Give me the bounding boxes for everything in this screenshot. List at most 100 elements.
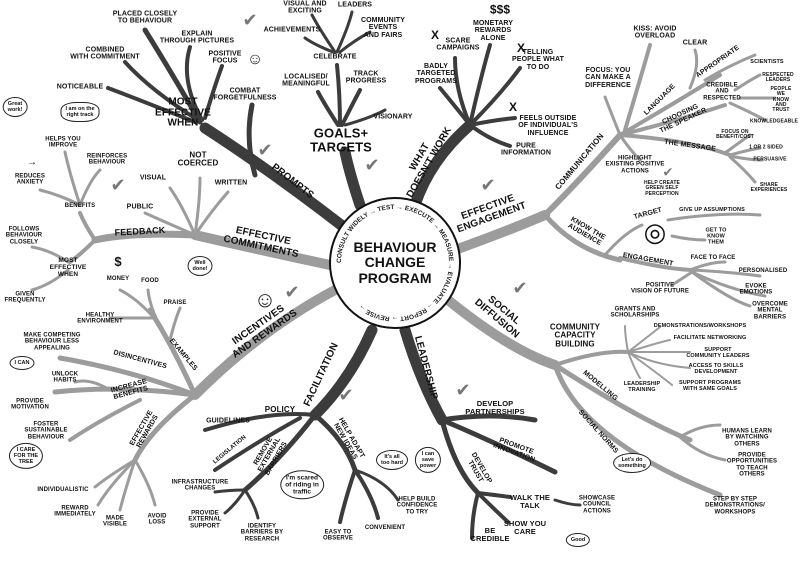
- node-achievements: ACHIEVEMENTS: [263, 26, 321, 34]
- node-written: WRITTEN: [214, 179, 248, 187]
- node-leadership-training: LEADERSHIP TRAINING: [623, 381, 661, 393]
- node-pure-information: PURE INFORMATION: [501, 142, 551, 157]
- light-branches: [30, 43, 777, 512]
- checkmark-icon: ✔: [364, 155, 380, 175]
- node-telling-people: TELLING PEOPLE WHAT TO DO: [512, 48, 564, 71]
- speech-bubble: It's all too hard: [376, 449, 408, 471]
- speech-bubble: I am on the right track: [60, 101, 100, 123]
- node-foster-sustainable: FOSTER SUSTAINABLE BEHAVIOUR: [24, 421, 68, 441]
- node-combined-commitment: COMBINED WITH COMMITMENT: [70, 46, 140, 61]
- node-noticeable: NOTICEABLE: [56, 83, 104, 91]
- node-reward-immediately: REWARD IMMEDIATELY: [54, 505, 96, 518]
- node-help-build-confidence: HELP BUILD CONFIDENCE TO TRY: [396, 496, 438, 516]
- node-benefits: BENEFITS: [64, 202, 96, 209]
- node-most-effective-when-2: MOST EFFECTIVE WHEN: [49, 256, 87, 278]
- node-convenient: CONVENIENT: [364, 524, 406, 531]
- node-make-competing: MAKE COMPETING BEHAVIOUR LESS APPEALING: [23, 332, 81, 352]
- node-praise: PRAISE: [163, 299, 187, 306]
- node-overcome-barriers: OVERCOME MENTAL BARRIERS: [752, 301, 788, 321]
- node-monetary-rewards: MONETARY REWARDS ALONE: [472, 19, 514, 42]
- node-visual: VISUAL: [139, 174, 167, 182]
- money-icon: $$$: [489, 2, 511, 17]
- dark-branches: [106, 10, 582, 540]
- branch-goals-targets: GOALS+ TARGETS: [310, 125, 372, 154]
- node-teach-others: PROVIDE OPPORTUNITIES TO TEACH OTHERS: [726, 452, 778, 478]
- node-visionary: VISIONARY: [373, 113, 413, 121]
- node-made-visible: MADE VISIBLE: [102, 515, 128, 528]
- node-credible-respected: CREDIBLE AND RESPECTED: [703, 82, 741, 102]
- node-grants: GRANTS AND SCHOLARSHIPS: [610, 306, 660, 319]
- node-respected-leaders: RESPECTED LEADERS: [762, 71, 794, 83]
- node-guidelines: GUIDELINES: [206, 417, 250, 425]
- node-focus-difference: FOCUS: YOU CAN MAKE A DIFFERENCE: [585, 66, 631, 89]
- node-community-capacity: COMMUNITY CAPACITY BUILDING: [549, 322, 601, 349]
- node-easy-to-observe: EASY TO OBSERVE: [323, 529, 353, 542]
- checkmark-icon: ✔: [257, 140, 273, 160]
- cross-icon: X: [508, 100, 518, 114]
- node-visual-exciting: VISUAL AND EXCITING: [283, 0, 327, 15]
- node-1-or-2-sided: 1 OR 2 SIDED: [749, 144, 783, 151]
- node-humans-learn: HUMANS LEARN BY WATCHING OTHERS: [722, 428, 772, 448]
- node-show-you-care: SHOW YOU CARE: [503, 519, 547, 536]
- node-personalised: PERSONALISED: [738, 267, 788, 274]
- speech-bubble: Great work!: [2, 96, 28, 118]
- center-circle: [329, 197, 461, 329]
- node-money: MONEY: [106, 275, 130, 282]
- checkmark-icon: ✔: [338, 385, 354, 405]
- speech-bubble: Good: [565, 532, 591, 548]
- smiley-icon: ☺: [246, 51, 264, 68]
- node-be-credible: BE CREDIBLE: [470, 526, 510, 543]
- cross-icon: X: [430, 28, 440, 42]
- node-leaders: LEADERS: [337, 1, 373, 9]
- node-celebrate: CELEBRATE: [313, 53, 357, 61]
- node-green-self-perception: HELP CREATE GREEN SELF PERCEPTION: [644, 180, 680, 197]
- node-share-experiences: SHARE EXPERIENCES: [750, 181, 788, 193]
- node-localised: LOCALISED/ MEANINGFUL: [282, 73, 330, 88]
- node-avoid-loss: AVOID LOSS: [147, 513, 167, 526]
- node-individualistic: INDIVIDUALISTIC: [37, 486, 89, 493]
- node-reduces-anxiety: REDUCES ANXIETY: [14, 173, 46, 186]
- node-support-community-leaders: SUPPORT COMMUNITY LEADERS: [686, 347, 750, 359]
- smiley-icon: ☺: [253, 287, 277, 312]
- target-icon: ◎: [643, 217, 667, 247]
- node-public: PUBLIC: [126, 203, 154, 211]
- node-explain-pictures: EXPLAIN THROUGH PICTURES: [159, 30, 235, 45]
- checkmark-icon: ✔: [284, 282, 300, 302]
- node-face-to-face: FACE TO FACE: [690, 254, 736, 261]
- speech-bubble: I CAN: [9, 355, 35, 371]
- node-most-effective-when: MOST EFFECTIVE WHEN: [155, 96, 211, 129]
- node-demonstrations: DEMONSTRATIONS/WORKSHOPS: [653, 323, 747, 330]
- node-provide-motivation: PROVIDE MOTIVATION: [11, 398, 49, 411]
- node-track-progress: TRACK PROGRESS: [345, 70, 387, 85]
- node-highlight-positive: HIGHLIGHT EXISTING POSITIVE ACTIONS: [605, 155, 665, 175]
- node-skills-development: ACCESS TO SKILLS DEVELOPMENT: [688, 363, 744, 375]
- node-knowledgeable: KNOWLEDGEABLE: [750, 118, 798, 125]
- speech-bubble: I'm scared of riding in traffic: [280, 470, 324, 500]
- checkmark-icon: ✔: [480, 175, 496, 195]
- speech-bubble: Well done!: [187, 255, 213, 277]
- speech-bubble: I CARE FOR THE TREE: [8, 442, 44, 470]
- node-positive-focus: POSITIVE FOCUS: [208, 50, 242, 65]
- checkmark-icon: ✔: [455, 380, 471, 400]
- dollar-icon: $: [114, 254, 122, 270]
- node-policy: POLICY: [264, 404, 296, 414]
- checkmark-icon: ✔: [662, 164, 674, 180]
- speech-bubble: I can save power: [414, 446, 442, 474]
- node-evoke-emotions: EVOKE EMOTIONS: [739, 283, 773, 296]
- node-scientists: SCIENTISTS: [750, 59, 784, 66]
- checkmark-icon: ✔: [242, 10, 258, 30]
- node-positive-vision: POSITIVE VISION OF FUTURE: [631, 282, 689, 295]
- node-community-events: COMMUNITY EVENTS AND FAIRS: [360, 16, 406, 39]
- node-follows-behaviour: FOLLOWS BEHAVIOUR CLOSELY: [5, 226, 43, 246]
- node-give-up-assumptions: GIVE UP ASSUMPTIONS: [679, 207, 745, 214]
- arrow-icon: →: [26, 156, 38, 168]
- node-not-coerced: NOT COERCED: [177, 150, 219, 168]
- node-clear: CLEAR: [682, 39, 708, 47]
- node-infrastructure: INFRASTRUCTURE CHANGES: [171, 479, 229, 492]
- node-support-programs: SUPPORT PROGRAMS WITH SAME GOALS: [678, 380, 742, 392]
- node-helps-you-improve: HELPS YOU IMPROVE: [45, 136, 81, 149]
- checkmark-icon: ✔: [110, 175, 126, 195]
- node-food: FOOD: [141, 277, 159, 284]
- node-develop-partnerships: DEVELOP PARTNERSHIPS: [465, 399, 525, 416]
